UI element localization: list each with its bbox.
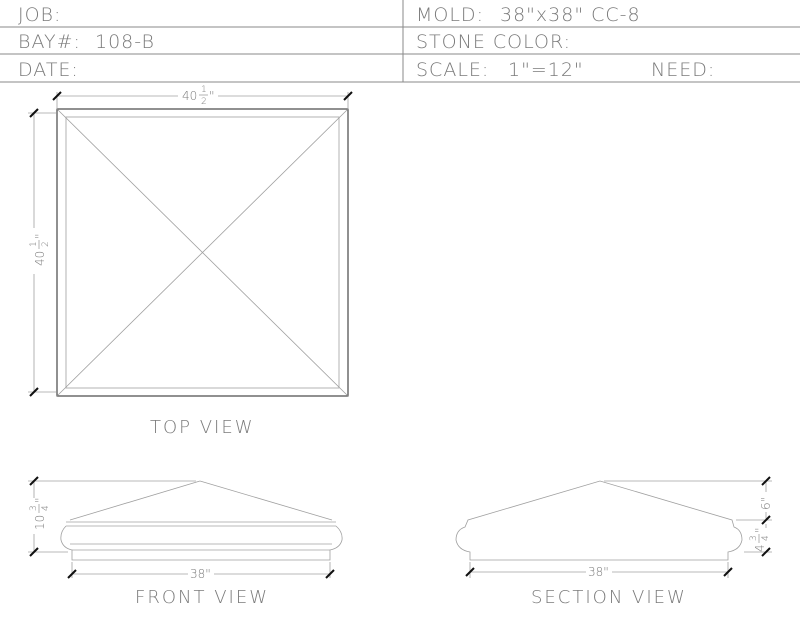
top-view-inner-edge bbox=[65, 116, 340, 389]
inch-mark: " bbox=[33, 233, 47, 239]
stone-color-label: STONE COLOR: bbox=[416, 31, 571, 53]
dimension-numerator: 1 bbox=[201, 85, 207, 95]
section-view: 38" 6" 4 3 4 " SECTION VIEW bbox=[455, 476, 773, 608]
dimension-tick bbox=[325, 569, 335, 579]
top-view-width-dimension: 40 1 2 " bbox=[182, 85, 215, 107]
dimension-tick bbox=[29, 108, 39, 118]
front-view-slope bbox=[69, 480, 201, 521]
dimension-tick bbox=[52, 91, 62, 101]
front-view-width-dimension: 38" bbox=[190, 567, 211, 581]
inch-mark: " bbox=[209, 89, 215, 103]
dimension-value: 6" bbox=[759, 497, 773, 510]
bay-value: 108-B bbox=[95, 31, 155, 53]
top-view-outer-edge bbox=[56, 108, 349, 397]
dimension-tick bbox=[761, 547, 771, 557]
dimension-whole: 10 bbox=[33, 515, 47, 530]
top-view-label: TOP VIEW bbox=[150, 417, 255, 438]
section-view-rise-dimension: 6" bbox=[759, 497, 773, 510]
mold-label: MOLD: bbox=[416, 4, 484, 26]
dimension-tick bbox=[67, 569, 77, 579]
title-block: JOB: BAY#: 108-B DATE: MOLD: 38"x38" CC-… bbox=[0, 0, 800, 83]
section-view-width-dimension: 38" bbox=[588, 565, 609, 579]
dimension-numerator: 3 bbox=[29, 505, 39, 511]
dimension-numerator: 1 bbox=[29, 241, 39, 247]
inch-mark: " bbox=[33, 497, 47, 503]
scale-value: 1"=12" bbox=[508, 59, 584, 81]
dimension-tick bbox=[723, 567, 733, 577]
dimension-whole: 40 bbox=[33, 251, 47, 266]
date-label: DATE: bbox=[18, 59, 79, 81]
section-view-profile bbox=[455, 480, 743, 561]
front-view: 10 3 4 " 38" FRONT VIEW bbox=[28, 476, 343, 608]
front-view-slope bbox=[199, 480, 333, 521]
dimension-denominator: 4 bbox=[41, 505, 51, 511]
top-view-hip-line bbox=[56, 108, 349, 397]
top-view: 40 1 2 " 40 1 2 " TOP VIEW bbox=[28, 85, 353, 438]
bay-label: BAY#: bbox=[18, 31, 81, 53]
dimension-tick bbox=[761, 515, 771, 525]
dimension-tick bbox=[761, 476, 771, 486]
dimension-whole: 4 bbox=[753, 544, 767, 552]
section-view-label: SECTION VIEW bbox=[531, 587, 687, 608]
dimension-denominator: 2 bbox=[41, 241, 51, 247]
dimension-tick bbox=[29, 387, 39, 397]
dimension-numerator: 3 bbox=[749, 535, 759, 541]
inch-mark: " bbox=[753, 527, 767, 533]
front-view-label: FRONT VIEW bbox=[135, 587, 269, 608]
dimension-tick bbox=[465, 567, 475, 577]
dimension-tick bbox=[343, 91, 353, 101]
top-view-height-dimension: 40 1 2 " bbox=[29, 233, 51, 266]
front-view-height-dimension: 10 3 4 " bbox=[29, 497, 51, 530]
job-label: JOB: bbox=[18, 4, 61, 26]
dimension-whole: 40 bbox=[182, 89, 197, 103]
dimension-tick bbox=[29, 476, 39, 486]
section-view-edge-dimension: 4 3 4 " bbox=[749, 527, 771, 552]
mold-value: 38"x38" CC-8 bbox=[500, 4, 641, 26]
front-view-body bbox=[60, 525, 343, 561]
dimension-denominator: 2 bbox=[201, 97, 207, 107]
need-label: NEED: bbox=[651, 59, 715, 81]
scale-label: SCALE: bbox=[416, 59, 489, 81]
dimension-denominator: 4 bbox=[761, 535, 771, 541]
dimension-tick bbox=[29, 547, 39, 557]
